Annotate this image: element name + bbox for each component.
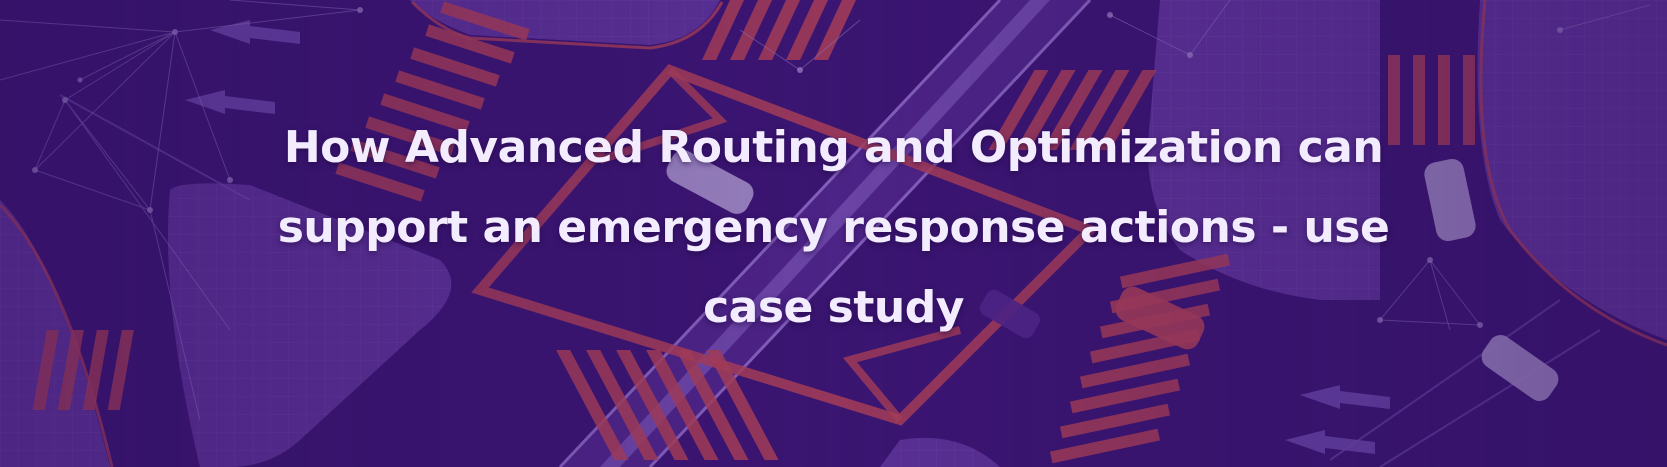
hero-title: How Advanced Routing and Optimization ca…	[277, 121, 1390, 333]
